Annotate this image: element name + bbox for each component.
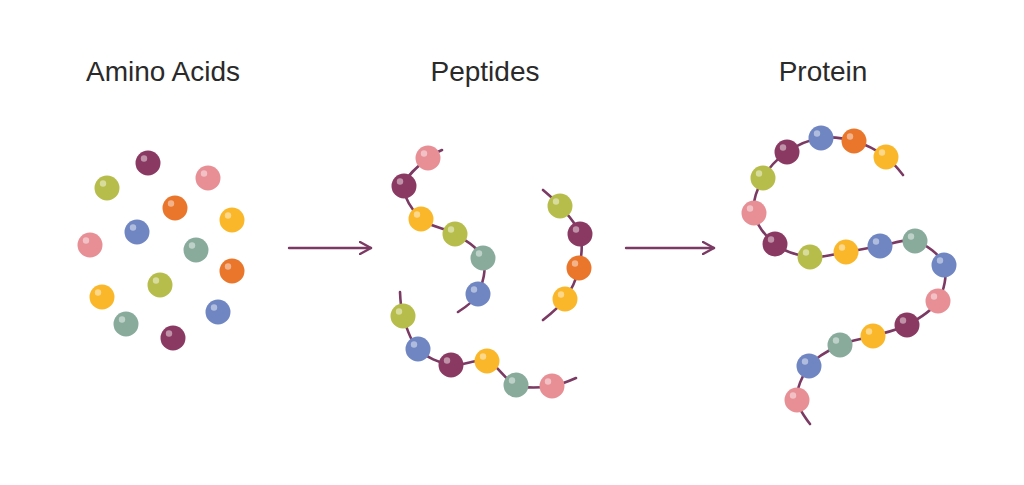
amino-acid-bead <box>797 354 822 379</box>
amino-acid-bead <box>391 304 416 329</box>
amino-acid-bead <box>828 333 853 358</box>
amino-acid-bead <box>416 146 441 171</box>
amino-acid-bead <box>809 126 834 151</box>
amino-acid-bead <box>125 220 150 245</box>
amino-acid-bead <box>406 337 431 362</box>
amino-acid-bead <box>504 373 529 398</box>
amino-acid-bead <box>932 253 957 278</box>
stage-group: Protein <box>718 55 980 435</box>
amino-acid-bead <box>567 256 592 281</box>
amino-acid-bead <box>775 140 800 165</box>
amino-acid-bead <box>471 246 496 271</box>
amino-acid-bead <box>136 151 161 176</box>
flow-arrow <box>289 247 371 249</box>
amino-acid-bead <box>90 285 115 310</box>
amino-acid-bead <box>553 287 578 312</box>
amino-acid-bead <box>466 282 491 307</box>
amino-acid-bead <box>220 259 245 284</box>
amino-acid-bead <box>184 238 209 263</box>
amino-acid-bead <box>785 388 810 413</box>
stage-heading: Protein <box>779 55 868 89</box>
amino-acid-bead <box>842 129 867 154</box>
chain-strand <box>543 190 582 320</box>
amino-acid-bead <box>95 176 120 201</box>
amino-acid-bead <box>874 145 899 170</box>
amino-acid-bead <box>834 240 859 265</box>
flow-arrow <box>626 247 714 249</box>
amino-acid-bead <box>161 326 186 351</box>
amino-acid-bead <box>751 166 776 191</box>
amino-acid-bead <box>475 349 500 374</box>
amino-acid-bead <box>798 245 823 270</box>
stage-heading: Peptides <box>431 55 540 89</box>
amino-acid-bead <box>206 300 231 325</box>
amino-acid-bead <box>903 229 928 254</box>
amino-acid-bead <box>895 313 920 338</box>
amino-acid-bead <box>926 289 951 314</box>
amino-acid-bead <box>148 273 173 298</box>
chain-strand <box>754 137 946 424</box>
amino-acid-bead <box>163 196 188 221</box>
stage-heading: Amino Acids <box>86 55 240 89</box>
amino-acid-bead <box>540 374 565 399</box>
amino-acid-bead <box>220 208 245 233</box>
amino-acid-bead <box>78 233 103 258</box>
amino-acid-bead <box>196 166 221 191</box>
amino-acid-bead <box>392 174 417 199</box>
amino-acid-bead <box>114 312 139 337</box>
chain-strand <box>404 150 485 312</box>
amino-acid-bead <box>763 232 788 257</box>
amino-acid-bead <box>439 353 464 378</box>
amino-acid-bead <box>861 324 886 349</box>
amino-acid-bead <box>548 194 573 219</box>
amino-acid-bead <box>568 222 593 247</box>
chain-strand <box>400 292 576 388</box>
amino-acid-bead <box>443 222 468 247</box>
amino-acid-bead <box>742 201 767 226</box>
amino-acid-bead <box>409 207 434 232</box>
stage-group: Amino Acids <box>60 55 285 365</box>
stage-group: Peptides <box>375 55 622 400</box>
amino-acid-bead <box>868 234 893 259</box>
